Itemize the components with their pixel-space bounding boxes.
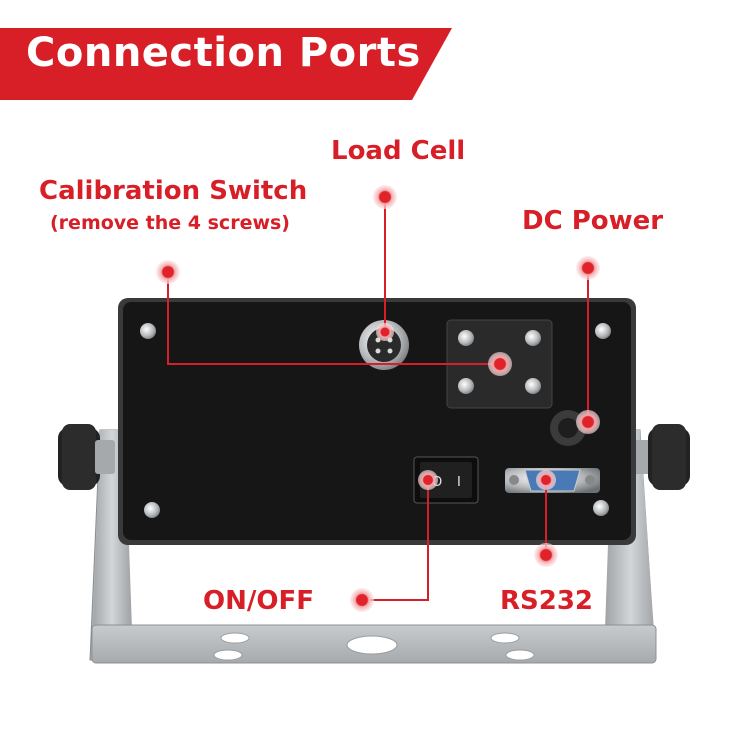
switch-marker bbox=[418, 470, 438, 490]
on-off-marker bbox=[350, 588, 374, 612]
dc-power-marker bbox=[576, 256, 600, 280]
calibration-note: (remove the 4 screws) bbox=[50, 212, 290, 234]
switch-on-symbol: I bbox=[457, 475, 461, 490]
on-off-label: ON/OFF bbox=[203, 586, 314, 616]
banner-shape bbox=[0, 28, 452, 100]
page-title: Connection Ports bbox=[26, 30, 421, 76]
calibration-switch-label: Calibration Switch bbox=[39, 176, 308, 206]
right-knob bbox=[630, 424, 690, 490]
load-cell-label: Load Cell bbox=[331, 136, 466, 166]
header-banner: Connection Ports bbox=[0, 0, 734, 120]
rs232-marker bbox=[534, 543, 558, 567]
load-cell-connector bbox=[359, 320, 409, 370]
dc-jack-marker bbox=[576, 410, 600, 434]
rs232-label: RS232 bbox=[500, 586, 594, 616]
calibration-marker bbox=[156, 260, 180, 284]
dc-power-label: DC Power bbox=[522, 206, 664, 236]
left-knob bbox=[58, 424, 115, 490]
power-switch: O I bbox=[413, 456, 479, 504]
load-cell-port-marker bbox=[376, 323, 394, 341]
leader-lines bbox=[167, 197, 589, 601]
load-cell-marker bbox=[373, 185, 397, 209]
rs232-port-marker bbox=[536, 470, 556, 490]
calibration-switch-marker bbox=[488, 352, 512, 376]
